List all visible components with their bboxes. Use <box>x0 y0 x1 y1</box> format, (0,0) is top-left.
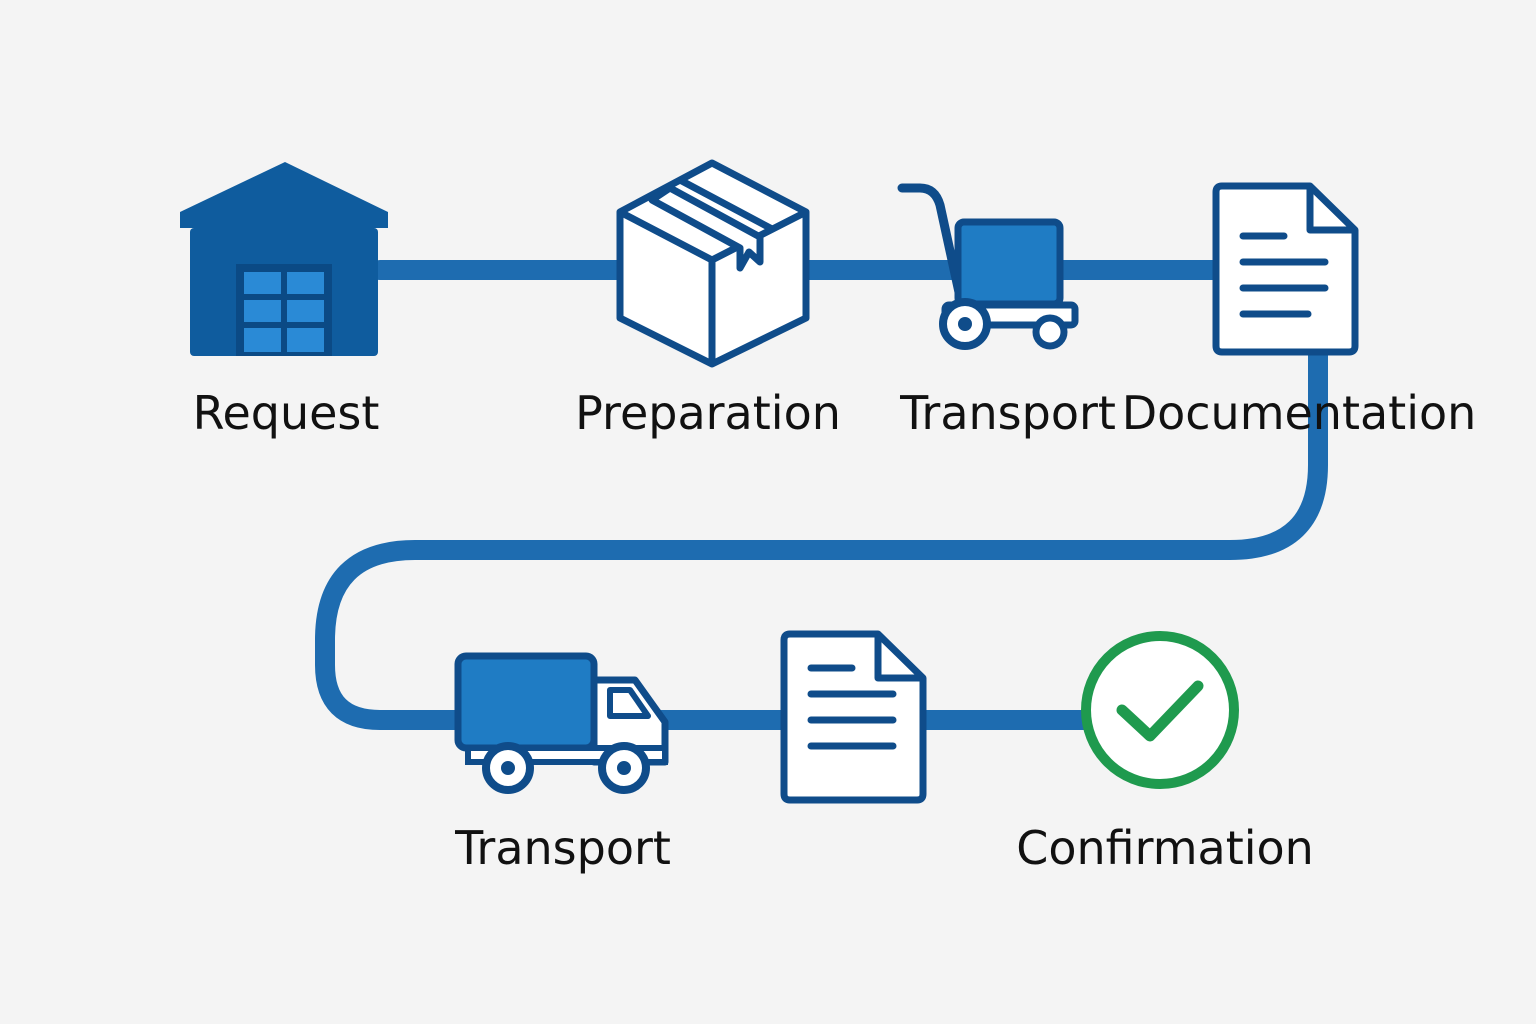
warehouse-icon <box>180 162 388 356</box>
document-icon <box>780 630 927 804</box>
document-icon <box>1212 182 1359 356</box>
checkmark-circle-icon <box>1081 631 1239 789</box>
package-box-icon <box>616 159 810 368</box>
delivery-truck-icon <box>454 652 669 794</box>
step-label-preparation: Preparation <box>575 386 841 440</box>
step-label-transport-truck: Transport <box>455 821 671 875</box>
step-label-transport: Transport <box>900 386 1116 440</box>
step-label-confirmation: Confirmation <box>1016 821 1314 875</box>
hand-truck-icon <box>897 183 1079 350</box>
step-label-request: Request <box>192 386 380 440</box>
step-label-documentation: Documentation <box>1121 386 1477 440</box>
